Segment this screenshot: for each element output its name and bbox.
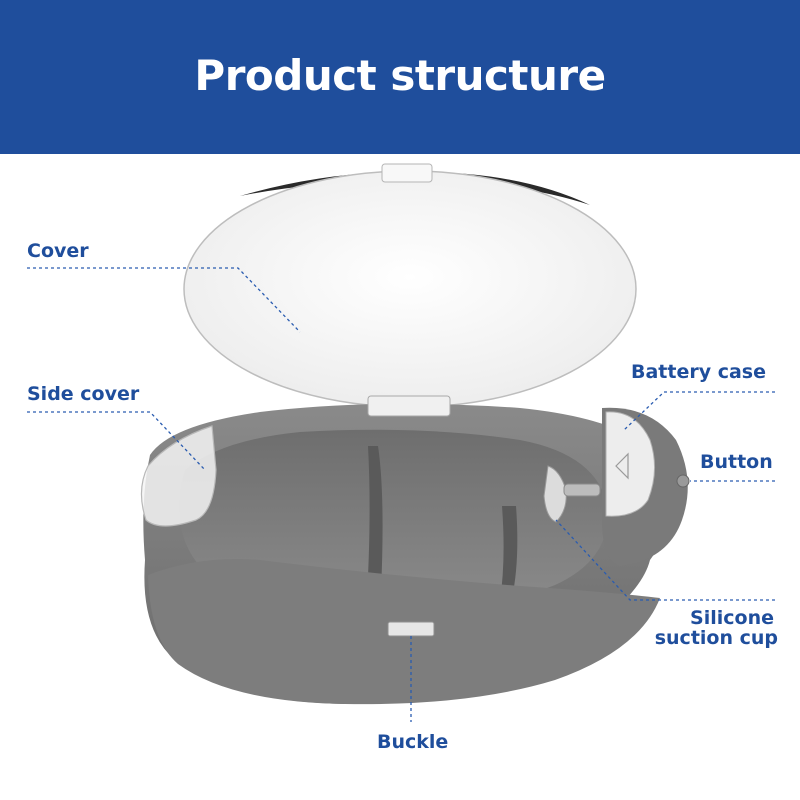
cavity-divider-right: [500, 506, 518, 600]
buckle: [387, 621, 435, 637]
battery-arrow-icon: [615, 452, 629, 480]
cover-bottom-hinge: [367, 395, 451, 417]
label-side-cover: Side cover: [27, 383, 140, 405]
silicone-suction-cup: [543, 465, 567, 523]
cover: [183, 170, 637, 408]
leader-lines: [27, 267, 775, 722]
label-buckle: Buckle: [377, 731, 449, 753]
label-button: Button: [700, 451, 773, 473]
side-cover: [140, 425, 217, 527]
label-cover: Cover: [27, 240, 89, 262]
header-banner: Product structure: [0, 0, 800, 154]
page-title: Product structure: [194, 50, 606, 100]
suction-cup-stem: [563, 483, 601, 497]
leader-suction-cup: [555, 519, 775, 601]
button: [676, 474, 690, 488]
leader-side-cover: [27, 411, 206, 471]
cavity-divider-center: [366, 446, 383, 612]
label-battery-case: Battery case: [631, 361, 767, 383]
label-silicone-suction-cup-line1: Silicone: [690, 607, 774, 629]
leader-cover: [27, 267, 301, 333]
cover-top-hinge: [381, 163, 433, 183]
leader-battery-case: [623, 391, 775, 431]
label-silicone-suction-cup-line2: suction cup: [654, 627, 778, 649]
battery-case-door: [605, 411, 655, 517]
